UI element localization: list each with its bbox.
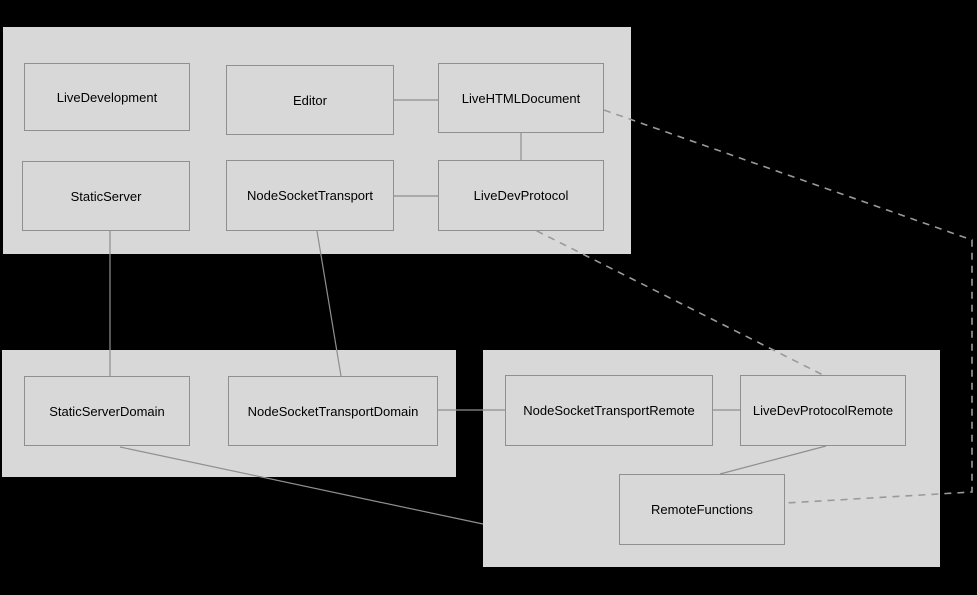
node-label: StaticServer <box>70 188 142 204</box>
node-live-dev-protocol[interactable]: LiveDevProtocol <box>438 160 604 231</box>
node-live-development[interactable]: LiveDevelopment <box>24 63 190 131</box>
node-editor[interactable]: Editor <box>226 65 394 135</box>
node-label: Editor <box>293 92 327 108</box>
node-static-server-domain[interactable]: StaticServerDomain <box>24 376 190 446</box>
node-remote-functions[interactable]: RemoteFunctions <box>619 474 785 545</box>
node-live-dev-protocol-remote[interactable]: LiveDevProtocolRemote <box>740 375 906 446</box>
node-label: RemoteFunctions <box>651 502 753 517</box>
node-node-socket-transport[interactable]: NodeSocketTransport <box>226 160 394 231</box>
node-label: NodeSocketTransport <box>247 188 373 203</box>
node-node-socket-transport-remote[interactable]: NodeSocketTransportRemote <box>505 375 713 446</box>
node-label: LiveDevProtocolRemote <box>752 403 894 418</box>
node-label: NodeSocketTransportRemote <box>523 403 695 418</box>
node-label: LiveDevProtocol <box>473 188 569 203</box>
node-label: StaticServerDomain <box>49 403 165 419</box>
node-live-html-document[interactable]: LiveHTMLDocument <box>438 63 604 133</box>
node-node-socket-transport-domain[interactable]: NodeSocketTransportDomain <box>228 376 438 446</box>
node-label: NodeSocketTransportDomain <box>247 403 419 419</box>
node-label: LiveDevelopment <box>56 89 158 105</box>
node-static-server[interactable]: StaticServer <box>22 161 190 231</box>
node-label: LiveHTMLDocument <box>461 90 581 106</box>
